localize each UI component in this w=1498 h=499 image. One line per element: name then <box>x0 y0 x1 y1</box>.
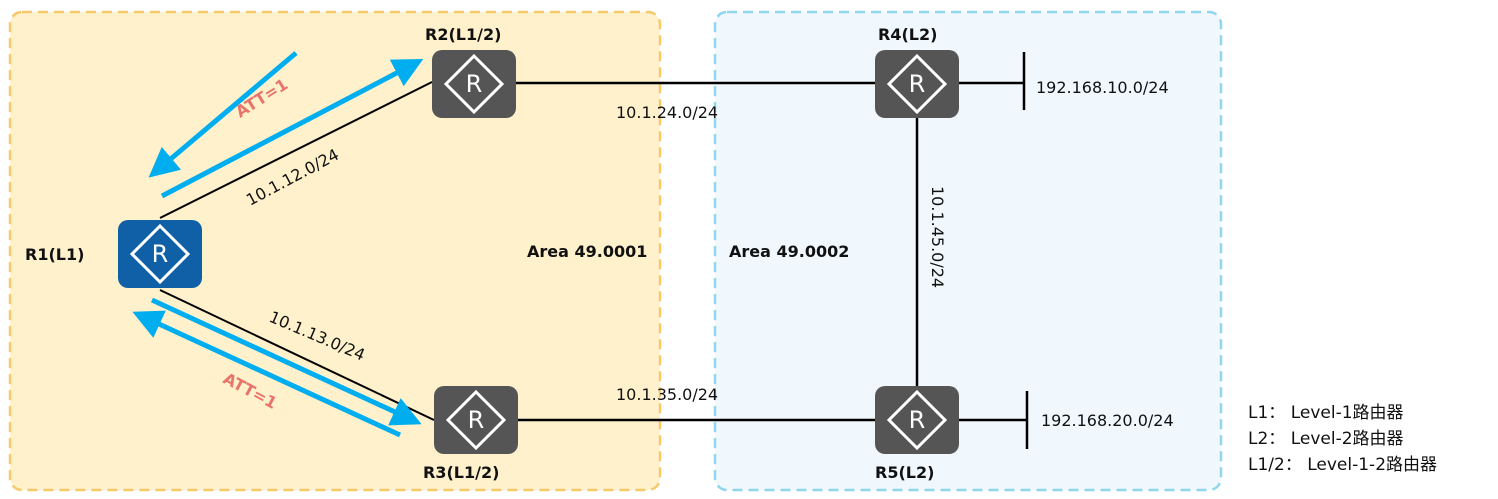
router-r4[interactable]: R <box>875 50 959 118</box>
router-r3[interactable]: R <box>434 386 518 454</box>
link-r1-r2 <box>159 81 433 219</box>
subnet-label-r4-r5: 10.1.45.0/24 <box>928 186 947 288</box>
legend-item-l1: L1： Level-1路由器 <box>1248 403 1404 423</box>
arrow-r3-to-r1 <box>132 310 402 438</box>
subnet-label-r3-r5: 10.1.35.0/24 <box>616 385 718 404</box>
arrow-r2-to-r1-path <box>148 51 298 178</box>
router-diamond-icon <box>443 53 505 115</box>
arrow-r1-to-r3 <box>150 297 422 426</box>
router-label-r5: R5(L2) <box>875 463 934 482</box>
router-glyph: R <box>466 70 483 98</box>
router-r1[interactable]: R <box>118 220 202 288</box>
router-r5[interactable]: R <box>875 386 959 454</box>
router-label-r2: R2(L1/2) <box>425 25 501 44</box>
router-diamond-icon <box>445 389 507 451</box>
router-glyph: R <box>152 240 169 268</box>
subnet-label-r2-r4: 10.1.24.0/24 <box>616 103 718 122</box>
router-diamond-icon <box>886 389 948 451</box>
router-diamond-icon <box>129 223 191 285</box>
router-label-r1: R1(L1) <box>25 245 84 264</box>
legend-item-l12: L1/2： Level-1-2路由器 <box>1248 455 1438 475</box>
stub-label-r5: 192.168.20.0/24 <box>1041 411 1174 430</box>
arrow-r1-to-r2 <box>160 59 424 199</box>
legend: L1： Level-1路由器 L2： Level-2路由器 L1/2： Leve… <box>1248 400 1437 478</box>
area-49-0001 <box>8 10 662 492</box>
router-label-r3: R3(L1/2) <box>423 463 499 482</box>
area-49-0002 <box>713 10 1223 492</box>
router-r2[interactable]: R <box>432 50 516 118</box>
area-label-2: Area 49.0002 <box>729 242 849 261</box>
router-label-r4: R4(L2) <box>878 25 937 44</box>
router-glyph: R <box>468 406 485 434</box>
router-diamond-icon <box>886 53 948 115</box>
area-label-1: Area 49.0001 <box>527 242 647 261</box>
stub-label-r4: 192.168.10.0/24 <box>1036 78 1169 97</box>
router-glyph: R <box>909 406 926 434</box>
router-glyph: R <box>909 70 926 98</box>
legend-item-l2: L2： Level-2路由器 <box>1248 429 1404 449</box>
